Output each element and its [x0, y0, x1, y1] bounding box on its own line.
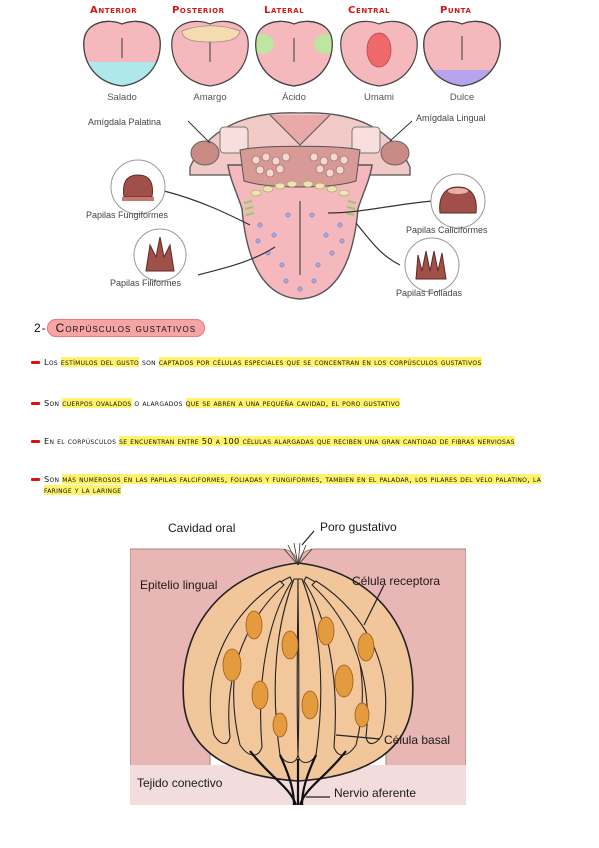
label-celula-receptora: Célula receptora	[352, 574, 441, 588]
highlighted-text: más numerosos en las papilas falciformes…	[44, 474, 542, 495]
filiform-papilla-icon	[133, 228, 187, 282]
bullet-text: Son	[44, 474, 63, 484]
label-celula-basal: Célula basal	[384, 733, 451, 747]
highlighted-text: cuerpos ovalados	[62, 398, 132, 408]
bullet-text: son	[139, 357, 159, 367]
zone-title-central: Central	[348, 5, 391, 16]
taste-label-amargo: Amargo	[193, 92, 227, 103]
bullet-text: o alargados	[131, 398, 186, 408]
taste-bud-diagram	[130, 530, 466, 805]
zone-title-posterior: Posterior	[172, 5, 225, 16]
bullet-1: Son cuerpos ovalados o alargados que se …	[31, 398, 564, 409]
bullet-3: Son más numerosos en las papilas falcifo…	[31, 474, 564, 496]
highlighted-text: se encuentran entre 50 a 100 células ala…	[119, 436, 515, 446]
label-cavidad-oral: Cavidad oral	[168, 521, 236, 535]
zone-title-punta: Punta	[440, 5, 472, 16]
highlighted-text: estímulos del gusto	[60, 357, 140, 367]
section-title: 2-Corpúsculos gustativos	[34, 319, 206, 337]
tongue-acido	[255, 20, 333, 87]
label-papilas-foliadas: Papilas Foliadas	[396, 288, 463, 298]
label-papilas-fungiformes: Papilas Fungiformes	[86, 210, 169, 220]
foliate-papilla-icon	[404, 237, 460, 293]
bullet-dash-icon	[31, 440, 40, 443]
tongue-salado	[83, 20, 161, 87]
bullet-text: En el corpúsculos	[44, 436, 120, 446]
bullet-2: En el corpúsculos se encuentran entre 50…	[31, 436, 564, 447]
label-amigdala-palatina: Amígdala Palatina	[88, 117, 162, 127]
fungiform-papilla-icon	[110, 159, 166, 215]
label-epitelio-lingual: Epitelio lingual	[140, 578, 218, 592]
bullet-dash-icon	[31, 361, 40, 364]
taste-label-umami: Umami	[363, 92, 395, 103]
bullet-text: Los	[44, 357, 61, 367]
bullet-0: Los estímulos del gusto son captados por…	[31, 357, 564, 368]
section-title-text: Corpúsculos gustativos	[46, 319, 206, 337]
tongue-anatomy-diagram	[110, 112, 486, 300]
bullet-text: Son	[44, 398, 63, 408]
zone-title-lateral: Lateral	[264, 5, 305, 16]
label-papilas-caliciformes: Papilas Caliciformes	[406, 225, 488, 235]
taste-zone-tongues	[83, 20, 501, 87]
bullet-dash-icon	[31, 402, 40, 405]
circumvallate-papilla-icon	[430, 173, 486, 229]
highlighted-text: captados por células especiales que se c…	[158, 357, 482, 367]
bullet-dash-icon	[31, 478, 40, 481]
tongue-umami	[340, 20, 418, 87]
label-tejido-conectivo: Tejido conectivo	[137, 776, 223, 790]
label-poro-gustativo: Poro gustativo	[320, 520, 397, 534]
taste-label-salado: Salado	[107, 92, 137, 103]
label-nervio-aferente: Nervio aferente	[334, 786, 417, 800]
zone-title-anterior: Anterior	[90, 5, 138, 16]
label-amigdala-lingual: Amígdala Lingual	[416, 113, 486, 123]
highlighted-text: que se abren a una pequeña cavidad, el p…	[185, 398, 401, 408]
taste-label-acido: Ácido	[282, 92, 306, 103]
label-papilas-filiformes: Papilas Filiformes	[110, 278, 182, 288]
taste-label-dulce: Dulce	[449, 92, 475, 103]
tongue-dulce	[423, 20, 501, 87]
tongue-amargo	[171, 20, 249, 87]
section-number: 2-	[34, 321, 47, 335]
